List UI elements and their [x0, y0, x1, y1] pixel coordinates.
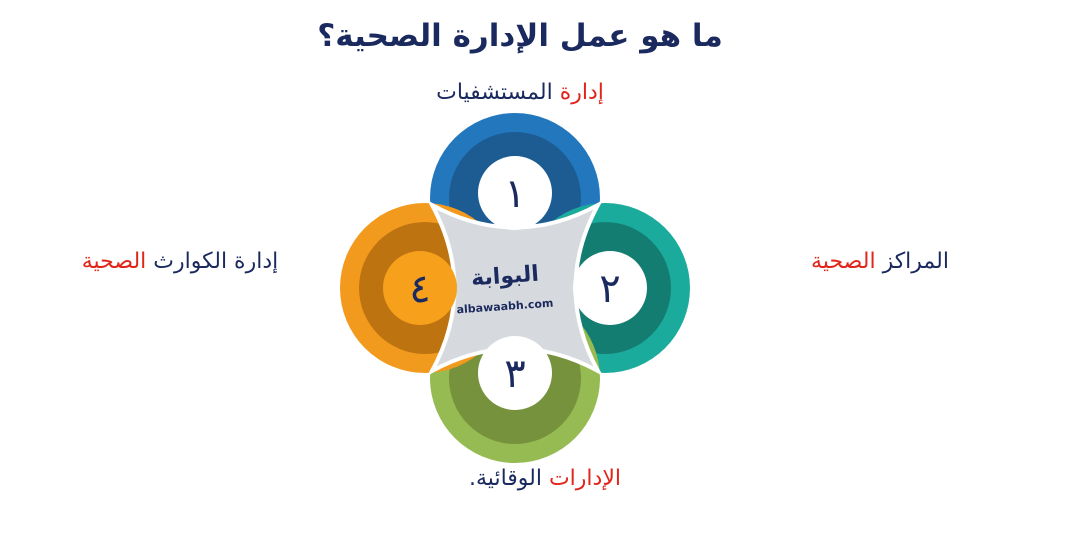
number-badge-2 — [573, 251, 647, 325]
label-item-4-rest: الصحية — [81, 249, 147, 274]
number-badge-4 — [383, 251, 457, 325]
label-item-1-main: إدارة — [559, 80, 604, 105]
label-item-1-rest: المستشفيات — [436, 80, 553, 105]
number-badge-3 — [478, 336, 552, 410]
number-2: ٢ — [599, 266, 620, 312]
label-item-3-rest: الوقائية. — [469, 466, 542, 491]
label-item-2-main: المراكز — [882, 249, 949, 274]
page-title: ما هو عمل الإدارة الصحية؟ — [317, 18, 723, 54]
label-item-4-main: إدارة الكوارث — [153, 249, 279, 274]
number-3: ٣ — [504, 351, 525, 397]
label-item-3-main: الإدارات — [548, 466, 621, 491]
label-item-4: إدارة الكوارث الصحية — [60, 249, 300, 274]
label-item-3: الإدارات الوقائية. — [440, 466, 650, 491]
label-item-2-rest: الصحية — [811, 249, 876, 274]
label-item-1: إدارة المستشفيات — [405, 80, 635, 105]
number-1: ١ — [504, 171, 525, 217]
label-item-2: المراكز الصحية — [790, 249, 970, 274]
number-badge-1 — [478, 156, 552, 230]
number-4: ٤ — [409, 266, 430, 312]
center-shape — [427, 200, 603, 376]
